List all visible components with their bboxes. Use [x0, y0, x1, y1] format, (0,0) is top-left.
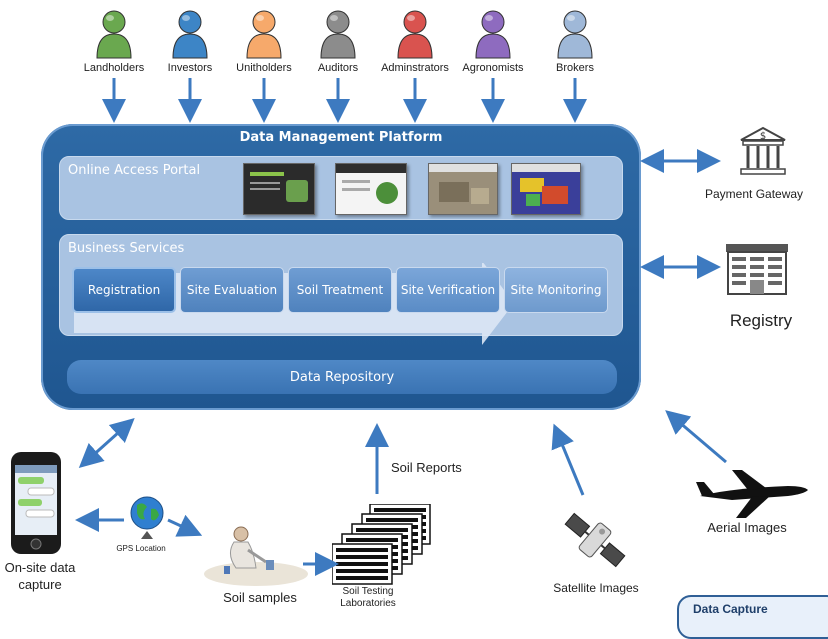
service-site-verification: Site Verification: [396, 267, 500, 313]
connector-arrows: [75, 78, 727, 576]
soil-samples-image: [196, 510, 314, 590]
portal-title: Online Access Portal: [68, 163, 201, 178]
platform-title: Data Management Platform: [239, 130, 443, 145]
person-icon: [172, 10, 208, 59]
data-capture-title: Data Capture: [693, 602, 768, 616]
building-icon: [726, 244, 788, 295]
data-repository: Data Repository: [67, 360, 617, 394]
stakeholder-label: Landholders: [83, 62, 145, 74]
data-management-platform: Data Management Platform Online Access P…: [41, 124, 641, 410]
portal-screenshot-1: [243, 163, 315, 215]
person-icon: [557, 10, 593, 59]
person-icon: [96, 10, 132, 59]
gps-label: GPS Location: [116, 544, 166, 553]
svg-text:$: $: [760, 131, 766, 142]
soil-reports-label: Soil Reports: [391, 460, 462, 475]
portal-screenshot-2: [335, 163, 407, 215]
satellite-icon: [564, 512, 626, 568]
service-registration: Registration: [72, 267, 176, 313]
stakeholder-label: Agronomists: [462, 62, 524, 74]
portal-screenshot-4: [511, 163, 581, 215]
person-icon: [475, 10, 511, 59]
arrow-gps-samples: [167, 514, 203, 537]
person-icon: [397, 10, 433, 59]
arrow-phone: [78, 417, 135, 469]
stakeholder-label: Investors: [167, 62, 213, 74]
service-site-evaluation: Site Evaluation: [180, 267, 284, 313]
stakeholder-label: Adminstrators: [381, 62, 449, 74]
plane-icon: [696, 470, 808, 518]
phone-icon: [11, 452, 61, 554]
person-icon: [246, 10, 282, 59]
person-icon: [320, 10, 356, 59]
bank-icon: $: [740, 126, 786, 175]
arrow-aerial: [665, 410, 727, 464]
soil-labs-label: Soil Testing Laboratories: [340, 586, 396, 609]
services-title: Business Services: [68, 241, 185, 256]
stakeholder-label: Unitholders: [236, 62, 292, 74]
business-services-panel: Business Services Registration Site Eval…: [59, 234, 623, 345]
payment-gateway-label: Payment Gateway: [705, 187, 804, 201]
registry-label: Registry: [729, 311, 793, 330]
stakeholder-label: Brokers: [556, 62, 594, 74]
onsite-capture-label: On-site data capture: [4, 560, 76, 592]
satellite-label: Satellite Images: [553, 581, 639, 595]
service-soil-treatment: Soil Treatment: [288, 267, 392, 313]
service-site-monitoring: Site Monitoring: [504, 267, 608, 313]
globe-icon: [130, 496, 164, 539]
services-row: Registration Site Evaluation Soil Treatm…: [72, 267, 612, 313]
online-access-portal: Online Access Portal: [59, 156, 623, 220]
soil-samples-label: Soil samples: [223, 590, 297, 605]
aerial-label: Aerial Images: [707, 520, 787, 535]
portal-screenshot-3: [428, 163, 498, 215]
documents-icon: [332, 504, 431, 585]
stakeholder-label: Auditors: [317, 62, 359, 74]
arrow-satellite: [551, 423, 585, 496]
